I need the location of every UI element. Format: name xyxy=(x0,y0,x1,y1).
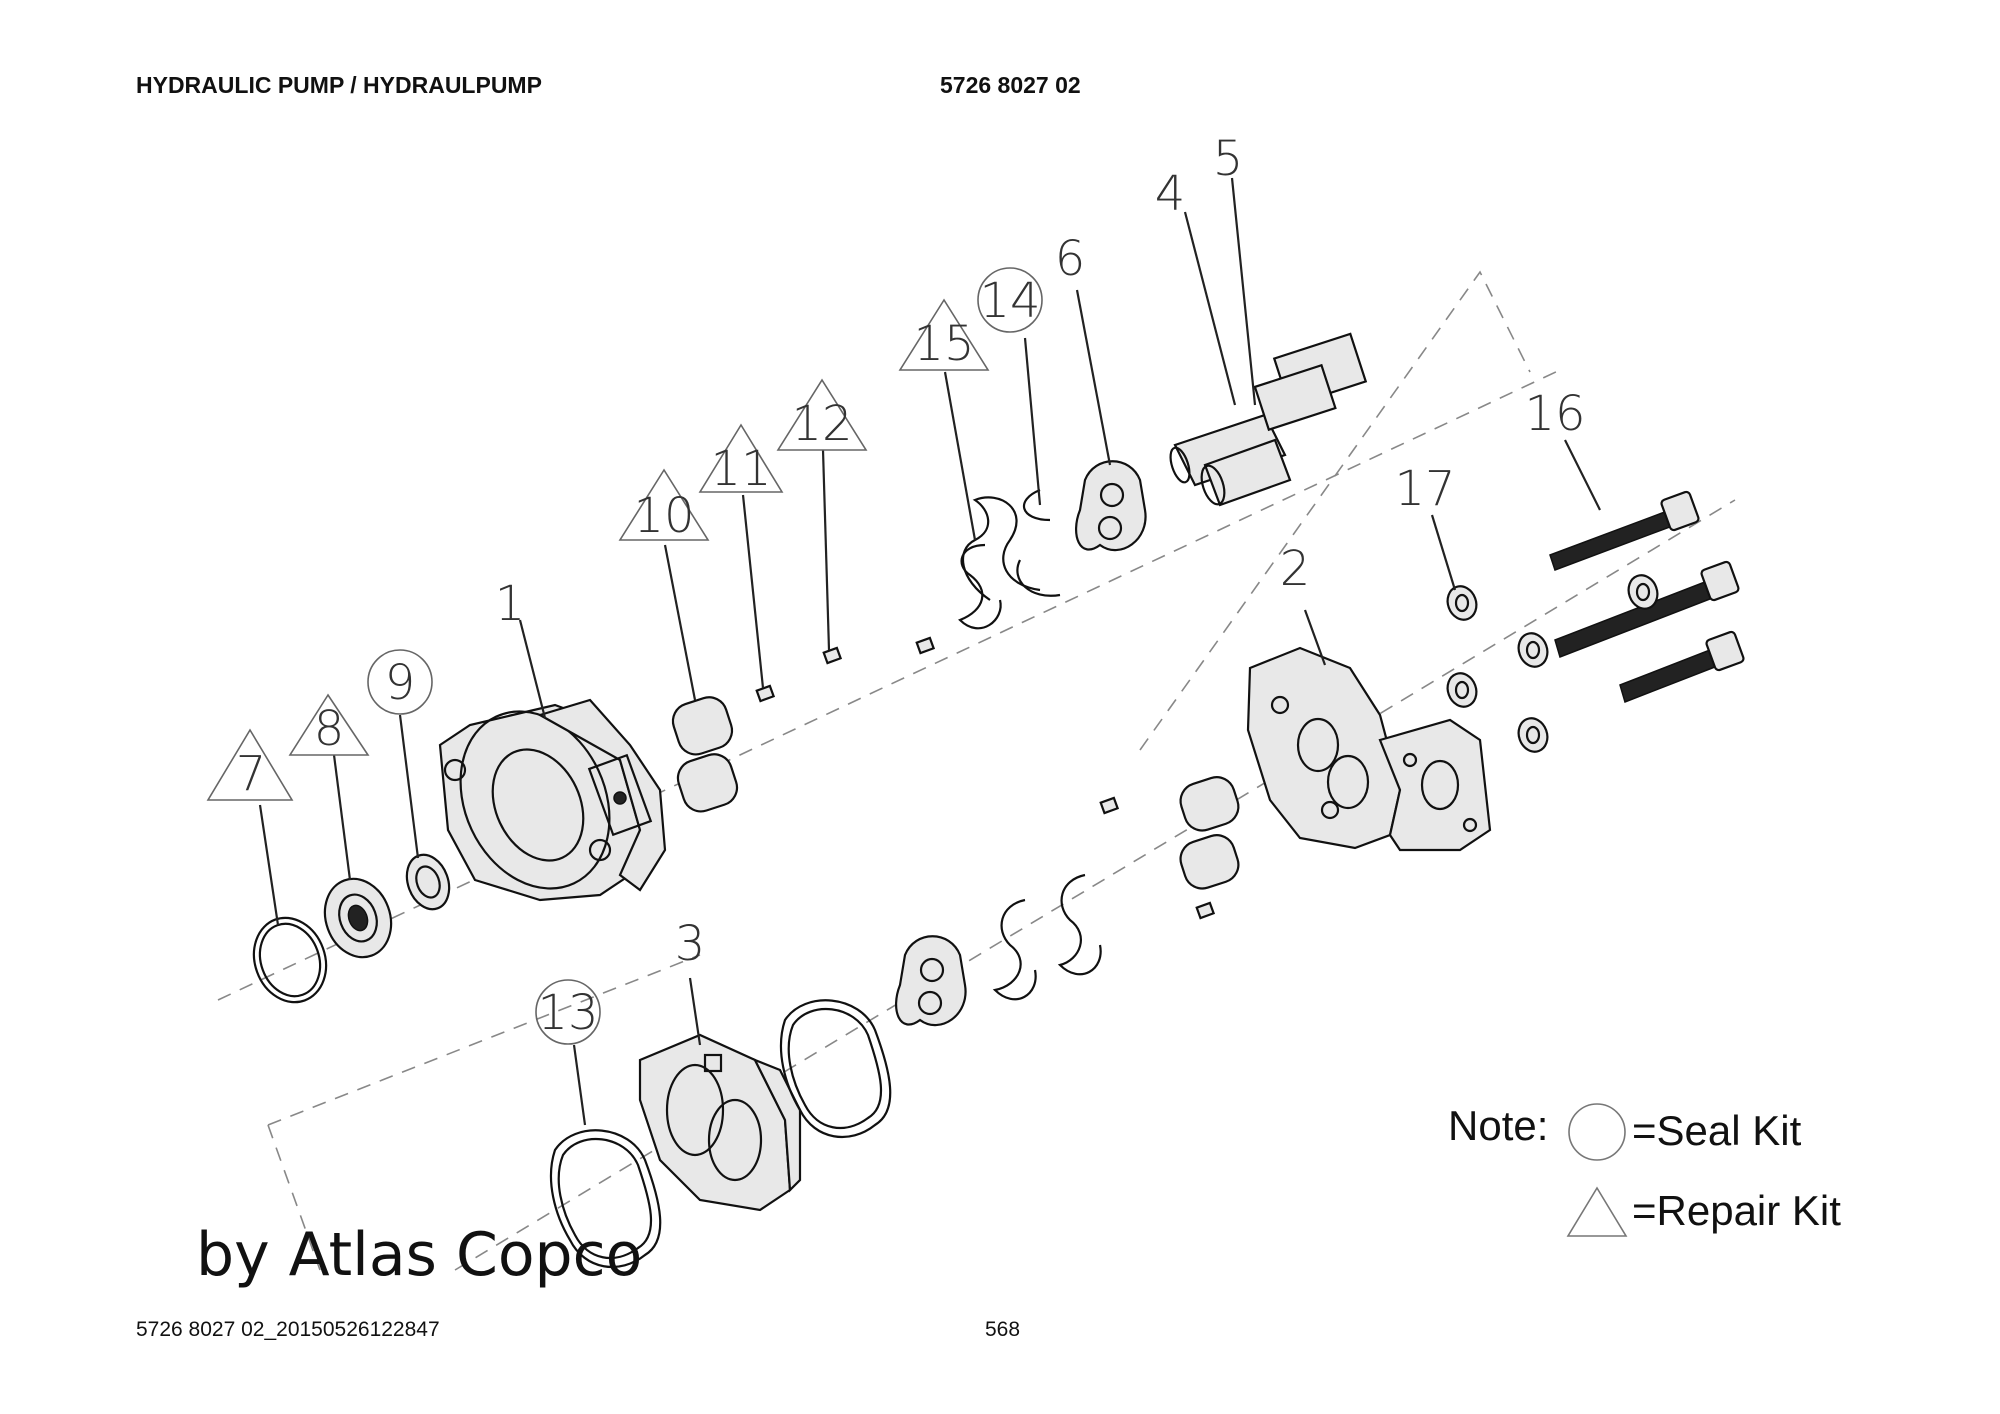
part-9-shaft-seal xyxy=(405,853,451,911)
marker-circle-13 xyxy=(535,979,601,1045)
callout-2: 2 xyxy=(1280,541,1311,597)
part-17-washers xyxy=(1446,574,1659,753)
part-11-12-pins xyxy=(755,636,1216,920)
callout-5: 5 xyxy=(1213,131,1244,187)
callout-1: 1 xyxy=(495,576,526,632)
marker-triangle-15 xyxy=(898,298,990,371)
legend-seal-kit-circle xyxy=(1568,1103,1626,1161)
callout-9: 9 xyxy=(385,655,416,711)
part-4-5-gear-shafts xyxy=(1169,332,1368,507)
callout-11: 11 xyxy=(710,441,771,497)
callout-8: 8 xyxy=(314,701,345,757)
callout-7: 7 xyxy=(236,746,267,802)
kit-legend: Note: =Seal Kit =Repair Kit xyxy=(1448,1102,1841,1237)
callout-3: 3 xyxy=(675,916,706,972)
legend-note-label: Note: xyxy=(1448,1102,1548,1149)
page-number: 568 xyxy=(985,1318,1021,1341)
callout-6: 6 xyxy=(1055,231,1086,287)
marker-triangle-7 xyxy=(206,728,294,801)
callout-16: 16 xyxy=(1524,386,1585,442)
callout-12: 12 xyxy=(791,396,852,452)
callout-labels: 1 2 3 4 5 6 7 8 9 10 11 12 13 14 15 16 1… xyxy=(236,131,1586,1041)
legend-repair-kit: =Repair Kit xyxy=(1632,1187,1841,1234)
part-6-wear-plates xyxy=(895,460,1147,1027)
page-title: HYDRAULIC PUMP / HYDRAULPUMP xyxy=(136,72,542,98)
callout-10: 10 xyxy=(633,488,694,544)
legend-repair-kit-triangle xyxy=(1566,1186,1628,1237)
callout-markers xyxy=(206,267,1043,1045)
marker-triangle-12 xyxy=(776,378,868,451)
part-16-bolts xyxy=(1549,490,1745,703)
part-2-rear-housing xyxy=(1246,646,1492,852)
part-number: 5726 8027 02 xyxy=(940,72,1081,98)
part-1-front-housing xyxy=(438,698,667,902)
callout-17: 17 xyxy=(1394,461,1455,517)
marker-circle-14 xyxy=(977,267,1043,333)
part-13-gasket xyxy=(549,999,892,1269)
document-id: 5726 8027 02_20150526122847 xyxy=(136,1318,440,1341)
callout-13: 13 xyxy=(537,985,598,1041)
callout-14: 14 xyxy=(979,273,1040,329)
atlas-copco-watermark: by Atlas Copco xyxy=(196,1220,643,1290)
part-10-bushings xyxy=(671,696,1240,890)
marker-triangle-11 xyxy=(698,423,784,493)
marker-triangle-8 xyxy=(288,693,370,756)
callout-4: 4 xyxy=(1155,166,1186,222)
part-3-center-body xyxy=(638,1033,802,1212)
part-14-15-clips xyxy=(958,488,1102,1001)
marker-circle-9 xyxy=(367,649,433,715)
legend-seal-kit: =Seal Kit xyxy=(1632,1107,1802,1154)
callout-15: 15 xyxy=(913,316,974,372)
part-8-bearing xyxy=(323,877,393,959)
part-7-retaining-ring xyxy=(252,916,328,1004)
marker-triangle-10 xyxy=(618,468,710,541)
leader-lines xyxy=(258,177,1601,1126)
